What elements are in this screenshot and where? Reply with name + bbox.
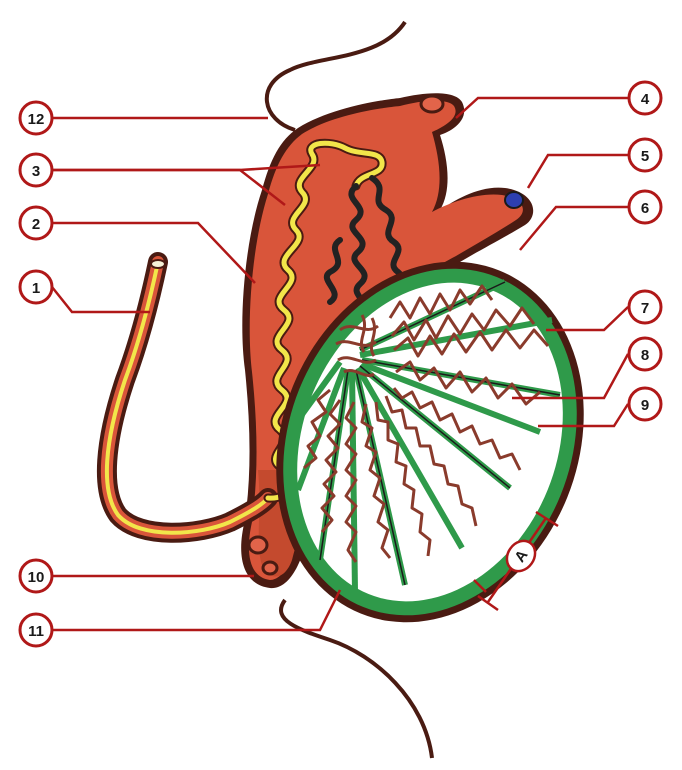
leader-lines xyxy=(51,96,630,632)
callout-5-label: 5 xyxy=(641,148,649,165)
dimension-a-badge xyxy=(505,539,537,573)
callout-4-label: 4 xyxy=(641,91,650,108)
nodule-1 xyxy=(247,535,269,555)
callout-4: 4 xyxy=(627,80,663,116)
callout-8: 8 xyxy=(627,336,663,372)
appendix-epididymis xyxy=(419,94,445,114)
callout-12: 12 xyxy=(18,100,54,136)
seminiferous-tubules xyxy=(303,284,550,563)
callout-6: 6 xyxy=(627,189,663,225)
callout-12-label: 12 xyxy=(28,111,45,128)
spermatic-cord-top xyxy=(264,20,407,132)
callout-1: 1 xyxy=(18,269,54,305)
vas-deferens-end xyxy=(150,259,166,269)
callout-8-label: 8 xyxy=(641,347,649,364)
callout-7-label: 7 xyxy=(641,300,649,317)
callout-10-label: 10 xyxy=(28,569,45,586)
nodule-2 xyxy=(261,560,279,576)
callout-3-label: 3 xyxy=(32,163,40,180)
callout-2-label: 2 xyxy=(32,216,40,233)
callout-9-label: 9 xyxy=(641,397,649,414)
callout-2: 2 xyxy=(18,205,54,241)
epididymis-body xyxy=(248,100,523,580)
callout-9: 9 xyxy=(627,386,663,422)
callout-7: 7 xyxy=(627,289,663,325)
callout-11-label: 11 xyxy=(28,623,44,640)
cord-bottom xyxy=(279,598,434,759)
callout-6-label: 6 xyxy=(641,200,649,217)
callout-10: 10 xyxy=(18,558,54,594)
blue-vessel xyxy=(504,191,524,209)
vas-deferens-lumen xyxy=(104,260,270,535)
callout-11: 11 xyxy=(18,612,54,648)
callout-5: 5 xyxy=(627,137,663,173)
callout-1-label: 1 xyxy=(32,280,40,297)
rete-testis xyxy=(335,314,379,377)
epididymal-duct-yellow xyxy=(265,140,385,501)
callout-3: 3 xyxy=(18,152,54,188)
